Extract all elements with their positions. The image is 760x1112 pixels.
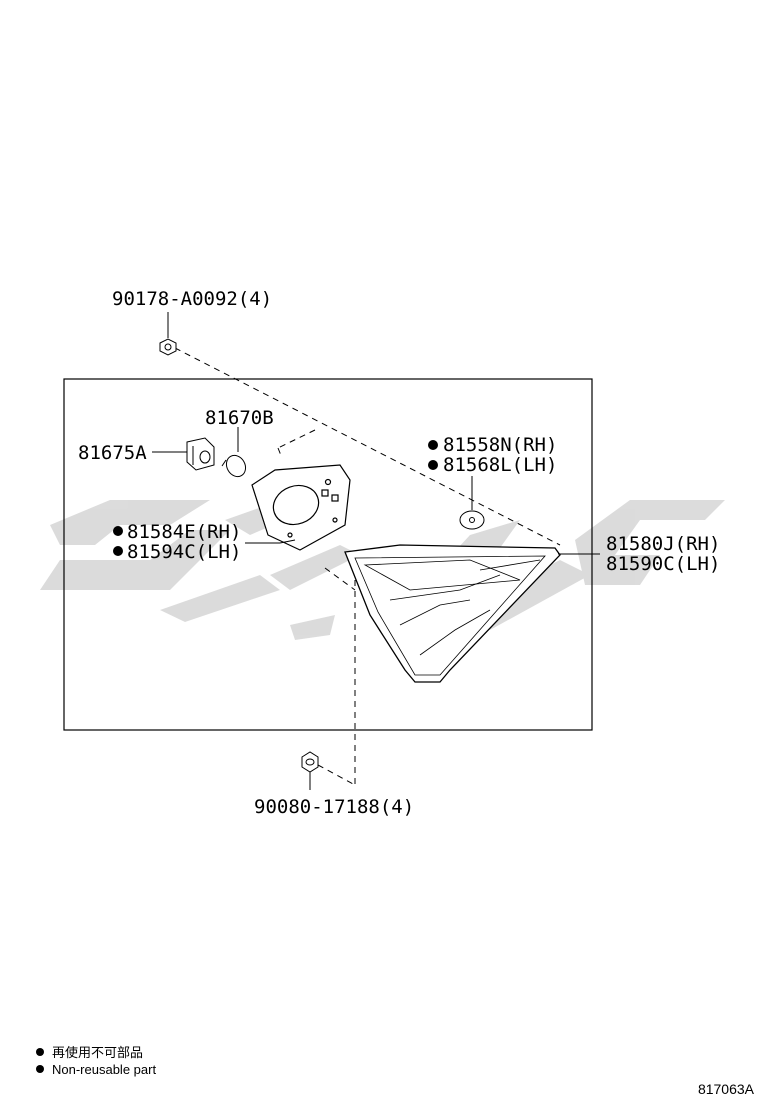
part-label-bulb: 81670B: [205, 407, 274, 429]
legend-dot-icon: [36, 1065, 44, 1073]
nut-90080-icon: [301, 751, 319, 773]
part-label-cushion-rh: 81558N(RH): [443, 434, 557, 456]
bulb-81670b-icon: [221, 454, 247, 478]
assembly-guides: [174, 347, 561, 786]
nonreusable-dot-icon: [113, 526, 123, 536]
nonreusable-dot-icon: [428, 460, 438, 470]
legend-dot-icon: [36, 1048, 44, 1056]
legend-english: Non-reusable part: [52, 1062, 156, 1077]
legend-japanese: 再使用不可部品: [52, 1045, 143, 1060]
socket-81675a-icon: [186, 437, 215, 471]
reference-code: 817063A: [698, 1081, 755, 1097]
part-label-gasket-lh: 81594C(LH): [127, 541, 241, 563]
part-label-lamp-lh: 81590C(LH): [606, 553, 720, 575]
nonreusable-dot-icon: [428, 440, 438, 450]
lamp-assembly-81580j-icon: [344, 544, 561, 683]
part-label-socket: 81675A: [78, 442, 147, 464]
part-label-lamp-rh: 81580J(RH): [606, 533, 720, 555]
gasket-81584e-icon: [251, 464, 351, 551]
part-label-cushion-lh: 81568L(LH): [443, 454, 557, 476]
nonreusable-dot-icon: [113, 546, 123, 556]
part-label-nut-bottom: 90080-17188(4): [254, 796, 414, 818]
part-label-screw-top: 90178-A0092(4): [112, 288, 272, 310]
part-label-gasket-rh: 81584E(RH): [127, 521, 241, 543]
leader-gasket-2: [279, 539, 296, 544]
screw-90178-icon: [159, 338, 177, 356]
cushion-81558n-icon: [459, 510, 485, 530]
